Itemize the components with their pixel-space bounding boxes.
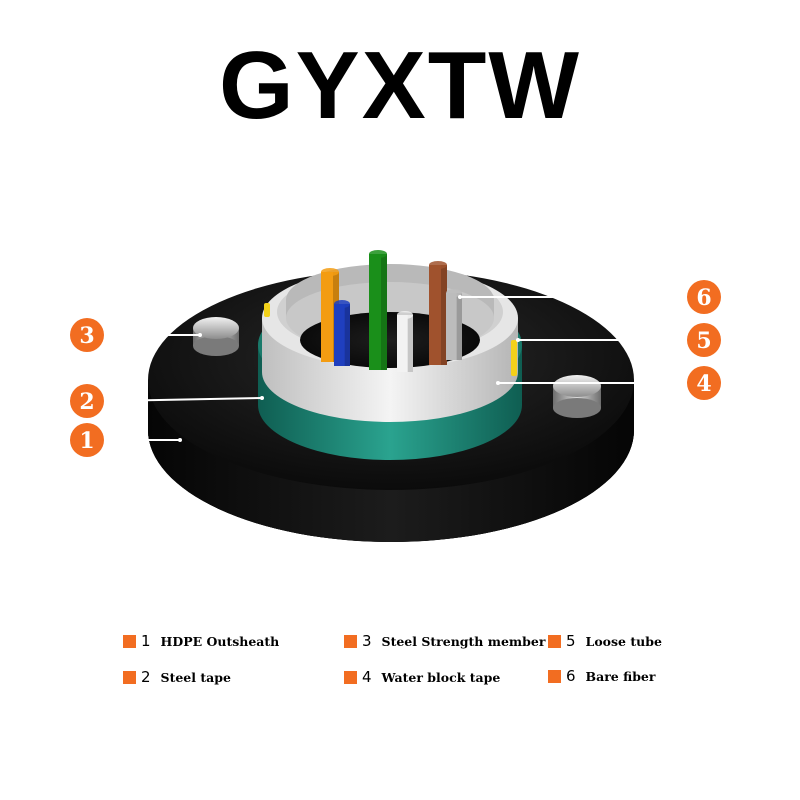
callout-marker [687, 280, 721, 314]
legend-label: Steel tape [160, 669, 231, 685]
legend-label: Water block tape [381, 669, 501, 685]
legend-label: Loose tube [585, 633, 662, 649]
steel-strength-member-left [193, 317, 239, 356]
callout-3: 3 [70, 318, 200, 352]
callout-number: 6 [696, 285, 711, 311]
fiber-6 [397, 311, 413, 372]
legend-item-1: 1 HDPE Outsheath [123, 632, 279, 650]
steel-strength-member-right [553, 375, 601, 418]
callout-anchor-dot [198, 333, 202, 337]
callout-5: 5 [518, 323, 721, 357]
legend-swatch [123, 634, 136, 648]
legend-label: Steel Strength member [381, 633, 546, 649]
legend-item-6: 6 Bare fiber [548, 667, 655, 685]
legend-label: HDPE Outsheath [160, 633, 280, 649]
legend-item-5: 5 Loose tube [548, 632, 662, 650]
callout-anchor-dot [516, 338, 520, 342]
callout-number: 1 [79, 428, 94, 454]
fiber-4 [446, 289, 462, 360]
legend-number: 5 [566, 632, 576, 650]
legend-item-3: 3 Steel Strength member [344, 632, 545, 650]
callout-1: 1 [70, 423, 180, 457]
legend-number: 4 [362, 668, 372, 686]
fiber-5 [334, 300, 350, 366]
legend-swatch [344, 670, 357, 684]
legend-number: 1 [141, 632, 151, 650]
callout-number: 3 [79, 323, 94, 349]
callout-number: 5 [696, 328, 711, 354]
callout-marker [70, 384, 104, 418]
legend-swatch [548, 669, 561, 683]
legend-swatch [548, 634, 561, 648]
callout-6: 6 [460, 280, 721, 314]
yarn-right [511, 340, 517, 376]
fiber-2 [429, 261, 447, 365]
legend-number: 3 [362, 632, 372, 650]
callout-anchor-dot [260, 396, 264, 400]
loose-tube [277, 264, 503, 368]
callout-marker [687, 323, 721, 357]
legend-item-2: 2 Steel tape [123, 668, 231, 686]
callout-number: 2 [79, 389, 94, 415]
diagram-title: GYXTW [219, 32, 581, 139]
yarn-left [264, 303, 270, 317]
fiber-1 [369, 250, 387, 370]
legend-label: Bare fiber [585, 668, 656, 684]
callout-marker [70, 423, 104, 457]
callout-4: 4 [498, 366, 721, 400]
legend-swatch [344, 634, 357, 648]
callouts: 1 2 3 4 5 6 [70, 280, 721, 457]
callout-leader-line [104, 397, 263, 402]
callout-2: 2 [70, 384, 263, 418]
legend-swatch [123, 670, 136, 684]
callout-number: 4 [696, 371, 711, 397]
callout-anchor-dot [458, 295, 462, 299]
legend-item-4: 4 Water block tape [344, 668, 500, 686]
callout-anchor-dot [496, 381, 500, 385]
legend-number: 6 [566, 667, 576, 685]
legend-number: 2 [141, 668, 151, 686]
bare-fibers [321, 250, 462, 372]
callout-anchor-dot [178, 438, 182, 442]
callout-marker [70, 318, 104, 352]
callout-marker [687, 366, 721, 400]
